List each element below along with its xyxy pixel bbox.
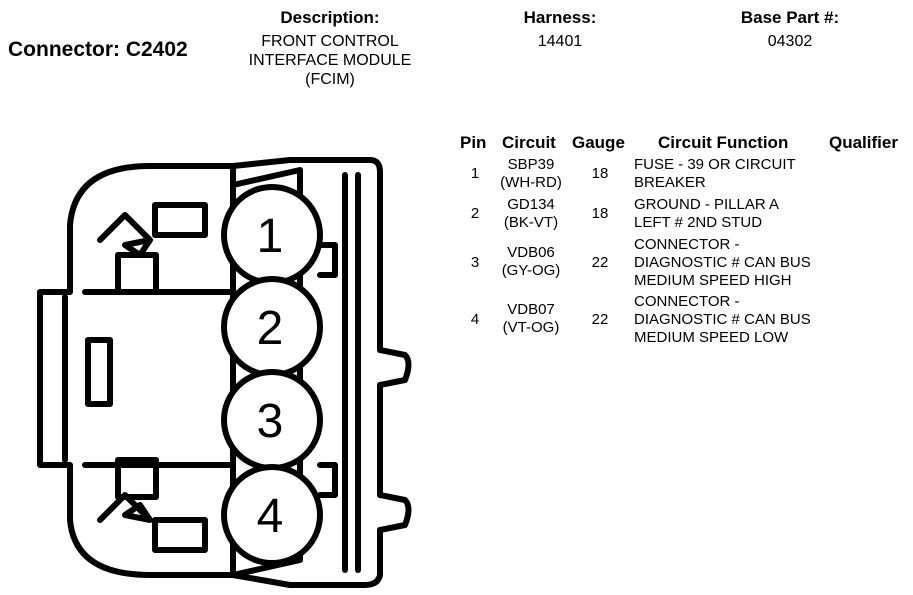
right-shell	[230, 157, 412, 588]
description-line: (FCIM)	[305, 71, 355, 88]
harness-label: Harness:	[523, 8, 597, 27]
description-line: FRONT CONTROL	[261, 33, 399, 50]
circuit-cell: VDB07 (VT-OG)	[486, 301, 576, 337]
notch-2	[317, 462, 338, 498]
column-header-gauge: Gauge	[572, 133, 625, 152]
circuit-code: SBP39	[507, 156, 555, 173]
upper-latch-block	[115, 252, 159, 295]
function-line: CONNECTOR -	[634, 293, 740, 310]
circuit-color: (GY-OG)	[501, 262, 561, 279]
function-cell: CONNECTOR - DIAGNOSTIC # CAN BUS MEDIUM …	[634, 236, 834, 290]
connector-diagram: 1 2 3 4	[37, 157, 412, 588]
pin-4-label: 4	[257, 490, 284, 543]
pin-cell: 3	[470, 254, 480, 271]
description-value: FRONT CONTROL INTERFACE MODULE (FCIM)	[225, 32, 435, 89]
gauge-cell: 18	[591, 205, 609, 222]
circuit-color: (WH-RD)	[500, 174, 562, 191]
function-line: MEDIUM SPEED LOW	[634, 329, 789, 346]
function-line: GROUND - PILLAR A	[634, 196, 780, 213]
circuit-color: (VT-OG)	[502, 319, 560, 336]
column-header-qualifier: Qualifier	[829, 133, 898, 152]
function-line: MEDIUM SPEED HIGH	[634, 272, 792, 289]
circuit-cell: GD134 (BK-VT)	[486, 196, 576, 232]
function-line: CONNECTOR -	[634, 236, 740, 253]
notch-1	[317, 242, 338, 278]
gauge-cell: 18	[591, 165, 609, 182]
harness-value: 14401	[537, 33, 583, 50]
lower-latch-block	[115, 457, 159, 500]
function-line: FUSE - 39 OR CIRCUIT	[634, 156, 796, 173]
function-cell: CONNECTOR - DIAGNOSTIC # CAN BUS MEDIUM …	[634, 293, 834, 347]
column-header-pin: Pin	[460, 133, 487, 152]
pin-3-label: 3	[257, 395, 284, 448]
circuit-code: VDB06	[507, 244, 555, 261]
pin-1-label: 1	[257, 210, 284, 263]
base-part-value: 04302	[767, 33, 813, 50]
lower-bar	[152, 517, 208, 553]
gauge-cell: 22	[591, 311, 609, 328]
function-line: DIAGNOSTIC # CAN BUS	[634, 254, 811, 271]
circuit-code: VDB07	[507, 301, 555, 318]
column-header-circuit-function: Circuit Function	[658, 133, 789, 152]
circuit-cell: SBP39 (WH-RD)	[486, 156, 576, 192]
pin-cell: 1	[470, 165, 480, 182]
base-part-label: Base Part #:	[740, 8, 840, 27]
column-header-circuit: Circuit	[502, 133, 556, 152]
connector-title: Connector: C2402	[8, 38, 188, 61]
description-line: INTERFACE MODULE	[248, 52, 412, 69]
description-label: Description:	[280, 8, 380, 27]
function-line: LEFT # 2ND STUD	[634, 214, 763, 231]
function-cell: GROUND - PILLAR A LEFT # 2ND STUD	[634, 196, 834, 232]
pin-4-circle	[221, 464, 323, 566]
function-line: DIAGNOSTIC # CAN BUS	[634, 311, 811, 328]
gauge-cell: 22	[591, 254, 609, 271]
function-cell: FUSE - 39 OR CIRCUIT BREAKER	[634, 156, 834, 192]
center-block	[82, 289, 233, 468]
upper-latch	[97, 212, 153, 258]
upper-bar	[152, 202, 208, 238]
pin-cell: 2	[470, 205, 480, 222]
center-slot	[85, 337, 113, 407]
pin-2-label: 2	[257, 302, 284, 355]
circuit-color: (BK-VT)	[503, 214, 559, 231]
pin-cell: 4	[470, 311, 480, 328]
function-line: BREAKER	[634, 174, 706, 191]
housing-outline	[37, 163, 236, 578]
circuit-cell: VDB06 (GY-OG)	[486, 244, 576, 280]
circuit-code: GD134	[507, 196, 555, 213]
